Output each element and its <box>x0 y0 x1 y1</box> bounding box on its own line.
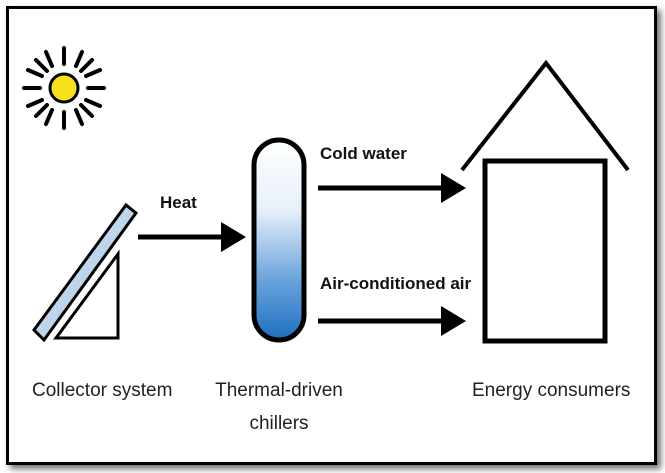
heat-label: Heat <box>160 193 197 212</box>
thermal-driven-line2: chillers <box>249 413 309 434</box>
chiller-tank-icon <box>251 137 307 343</box>
energy-consumers-label: Energy consumers <box>472 380 631 401</box>
house-icon <box>460 59 630 344</box>
thermal-driven-chillers-label: Thermal-driven chillers <box>212 380 346 435</box>
air-conditioned-air-label: Air-conditioned air <box>320 274 472 293</box>
sun-icon <box>22 46 106 130</box>
solar-collector-icon <box>32 202 139 343</box>
collector-system-label: Collector system <box>32 380 173 401</box>
thermal-driven-line1: Thermal-driven <box>215 380 343 401</box>
cold-water-label: Cold water <box>320 144 407 163</box>
